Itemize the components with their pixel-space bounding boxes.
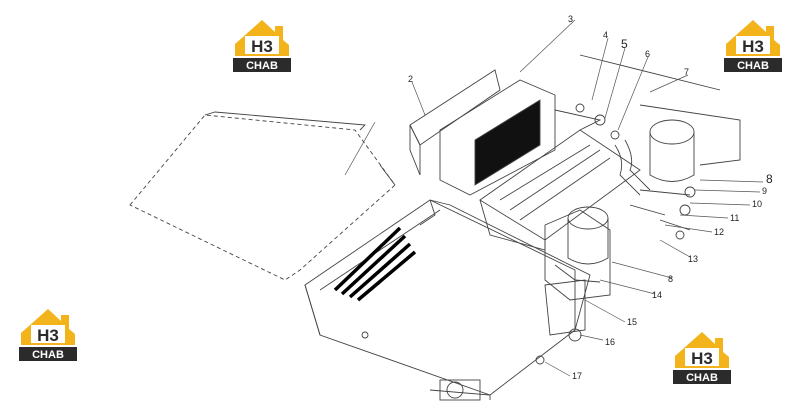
- svg-text:H3: H3: [742, 37, 764, 56]
- svg-text:CHAB: CHAB: [246, 60, 278, 72]
- callout-12: 12: [714, 227, 724, 237]
- callout-8-lower: 8: [668, 274, 673, 284]
- callout-8-upper: 8: [766, 172, 773, 186]
- callout-14: 14: [652, 290, 662, 300]
- svg-text:CHAB: CHAB: [686, 372, 718, 384]
- radiator-core: [409, 69, 556, 196]
- callout-4: 4: [603, 30, 608, 40]
- motor-drum-upper: [579, 54, 741, 182]
- pipes: [554, 139, 691, 283]
- callout-7: 7: [684, 67, 689, 77]
- callout-10: 10: [752, 199, 762, 209]
- callout-3: 3: [568, 14, 573, 24]
- callout-labels: 2 3 4 5 6 7 8 9 10 11 12 13 8 14 15 16 1…: [408, 14, 773, 381]
- callout-11: 11: [730, 213, 739, 223]
- callout-17: 17: [572, 371, 582, 381]
- cover-panel: [129, 111, 396, 281]
- blower-assembly: [479, 109, 641, 251]
- svg-text:H3: H3: [251, 37, 273, 56]
- callout-9: 9: [762, 186, 767, 196]
- motor-drum-lower: [544, 206, 611, 301]
- svg-text:CHAB: CHAB: [32, 349, 64, 361]
- callout-15: 15: [627, 317, 637, 327]
- svg-text:CHAB: CHAB: [737, 60, 769, 72]
- svg-text:H3: H3: [37, 326, 59, 345]
- callout-13: 13: [688, 254, 698, 264]
- callout-5: 5: [621, 37, 628, 51]
- leader-lines: [344, 19, 764, 377]
- callout-2: 2: [408, 74, 413, 84]
- svg-text:H3: H3: [691, 349, 713, 368]
- callout-6: 6: [645, 49, 650, 59]
- callout-16: 16: [605, 337, 615, 347]
- heater-housing: [304, 199, 591, 401]
- coil-stripes: [333, 226, 417, 302]
